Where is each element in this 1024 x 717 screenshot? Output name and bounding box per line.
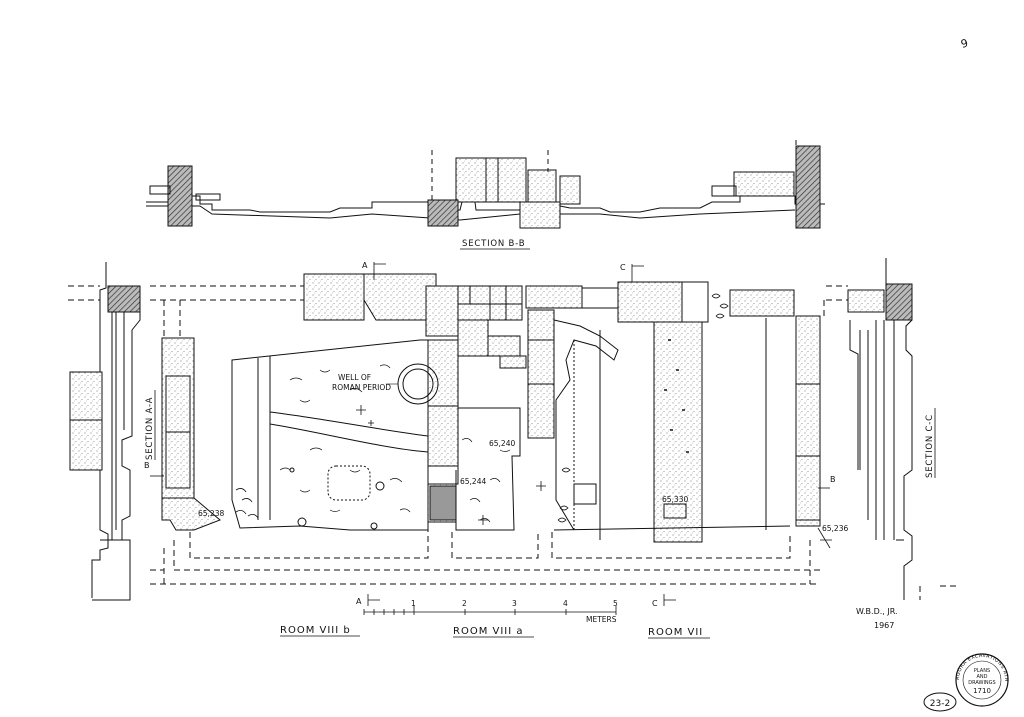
sheet-number-circle bbox=[923, 692, 957, 712]
section-aa-drawing bbox=[69, 262, 141, 601]
section-marker-c: C bbox=[620, 263, 626, 272]
elevation-label: 65,330 bbox=[662, 495, 688, 504]
corner-mark: 9 bbox=[959, 37, 969, 51]
well-label-line2: ROMAN PERIOD bbox=[332, 383, 391, 392]
stamp-line2: AND bbox=[976, 674, 987, 680]
room-label-viii-a: ROOM VIII a bbox=[453, 626, 524, 637]
scale-tick-label: 1 bbox=[411, 599, 416, 608]
credit-initials: W.B.D., JR. bbox=[856, 607, 898, 616]
scale-tick-label: 4 bbox=[563, 599, 568, 608]
stamp-line1: PLANS bbox=[974, 668, 990, 674]
stamp-number: 1710 bbox=[973, 687, 991, 695]
section-aa-label: SECTION A-A bbox=[145, 397, 155, 460]
scale-bar bbox=[363, 606, 617, 615]
section-marker-a: A bbox=[362, 261, 368, 270]
scale-unit: METERS bbox=[586, 615, 617, 624]
credit-year: 1967 bbox=[874, 621, 894, 630]
elevation-label: 65,238 bbox=[198, 509, 224, 518]
elevation-label: 65,244 bbox=[460, 477, 486, 486]
elevation-label: 65,240 bbox=[489, 439, 515, 448]
room-label-viii-b: ROOM VIII b bbox=[280, 625, 351, 636]
elevation-label: 65,236 bbox=[822, 524, 848, 533]
room-label-vii: ROOM VII bbox=[648, 627, 703, 638]
section-marker-b: B bbox=[144, 461, 150, 470]
well-label-line1: WELL OF bbox=[338, 373, 371, 382]
section-bb-drawing bbox=[146, 140, 825, 229]
sheet-number: 23-2 bbox=[930, 699, 950, 709]
scale-tick-label: 3 bbox=[512, 599, 517, 608]
main-plan bbox=[68, 273, 960, 600]
scale-tick-label: 2 bbox=[462, 599, 467, 608]
section-bb-label: SECTION B-B bbox=[462, 239, 525, 249]
section-marker-b: B bbox=[830, 475, 836, 484]
stamp-line3: DRAWINGS bbox=[968, 680, 995, 686]
section-cc-drawing bbox=[847, 258, 913, 600]
section-arrows bbox=[150, 262, 830, 606]
section-marker-c: C bbox=[652, 599, 658, 608]
scale-tick-label: 5 bbox=[613, 599, 618, 608]
section-cc-label: SECTION C-C bbox=[925, 414, 935, 478]
section-marker-a: A bbox=[356, 597, 362, 606]
